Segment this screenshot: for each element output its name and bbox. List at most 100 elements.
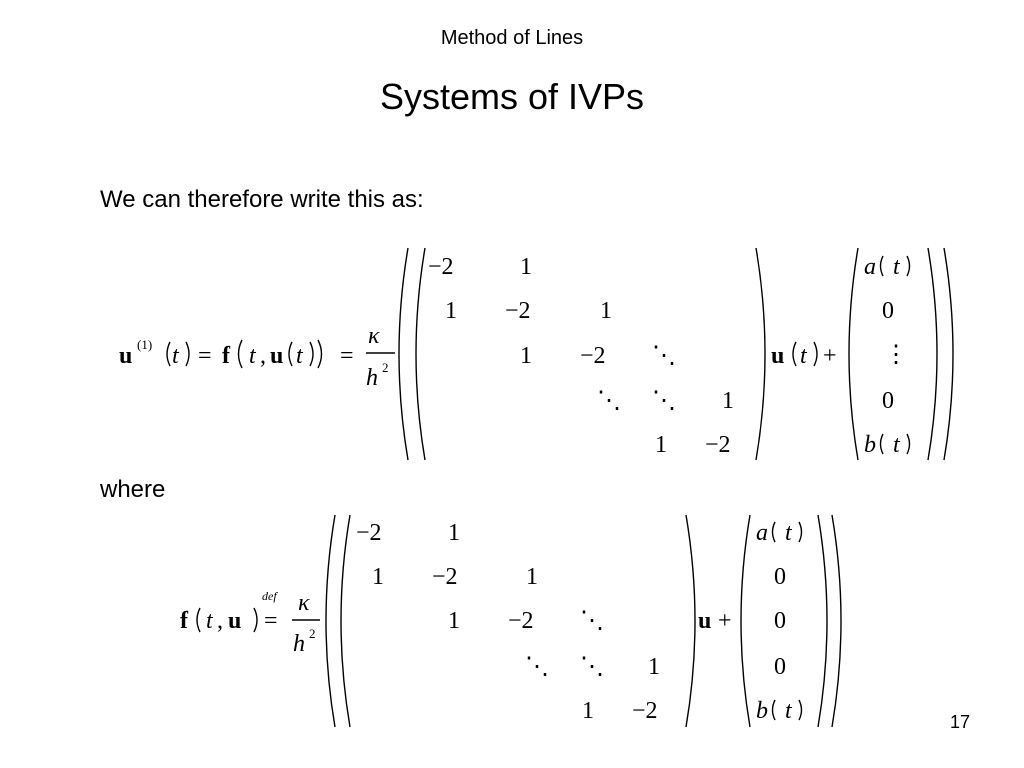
eq2-t: t bbox=[785, 520, 793, 546]
eq1-paren bbox=[906, 255, 911, 277]
eq2-comma: , bbox=[217, 608, 223, 634]
eq2-paren bbox=[253, 607, 258, 633]
eq1-vector-paren-right bbox=[927, 247, 938, 461]
eq1-matrix-paren-left bbox=[415, 247, 426, 461]
eq2-paren bbox=[798, 699, 803, 721]
eq1-matrix-entry: −2 bbox=[580, 343, 606, 369]
eq2-matrix-entry: −2 bbox=[508, 608, 534, 634]
eq1-equals: = bbox=[198, 343, 212, 369]
eq1-matrix-entry: ⋱ bbox=[652, 388, 676, 414]
eq1-paren bbox=[879, 255, 884, 277]
eq1-matrix-entry: −2 bbox=[705, 432, 731, 458]
eq1-outer-paren-left bbox=[398, 247, 409, 461]
where-text: where bbox=[100, 476, 166, 503]
eq2-matrix-entry: 1 bbox=[648, 654, 660, 680]
eq1-paren bbox=[309, 341, 314, 367]
eq1-paren bbox=[288, 341, 293, 367]
eq1-h: h bbox=[366, 365, 378, 391]
eq1-matrix-entry: 1 bbox=[520, 254, 532, 280]
eq1-superscript: (1) bbox=[137, 337, 152, 352]
eq1-matrix-entry: ⋱ bbox=[652, 343, 676, 369]
eq1-t: t bbox=[172, 343, 180, 369]
eq1-f: f bbox=[222, 343, 231, 369]
eq2-plus: + bbox=[718, 608, 732, 634]
eq1-u: u bbox=[270, 343, 283, 369]
eq1-vector-entry: ⋮ bbox=[884, 342, 908, 368]
eq2-matrix-entry: ⋱ bbox=[580, 654, 604, 680]
eq1-matrix-entry: 1 bbox=[655, 432, 667, 458]
eq2-kappa: κ bbox=[298, 590, 310, 616]
eq2-paren bbox=[798, 521, 803, 543]
eq2-vector-entry: b bbox=[756, 698, 768, 724]
eq1-paren bbox=[906, 433, 911, 455]
eq1-matrix-paren-right bbox=[755, 247, 766, 461]
eq2-paren bbox=[771, 521, 776, 543]
eq1-matrix-entry: 1 bbox=[722, 388, 734, 414]
eq1-h-exponent: 2 bbox=[382, 360, 389, 375]
eq2-u: u bbox=[228, 608, 241, 634]
eq2-h: h bbox=[293, 631, 305, 657]
eq1-matrix-entry: 1 bbox=[520, 343, 532, 369]
slide-title: Systems of IVPs bbox=[379, 76, 645, 117]
eq1-matrix-entry: ⋱ bbox=[597, 388, 621, 414]
eq1-paren bbox=[813, 341, 818, 367]
eq1-t: t bbox=[249, 343, 257, 369]
eq1-u: u bbox=[771, 343, 784, 369]
eq2-matrix-paren-left bbox=[340, 514, 351, 728]
eq2-matrix-entry: ⋱ bbox=[580, 608, 604, 634]
eq1-t: t bbox=[800, 343, 808, 369]
eq1-matrix-entry: 1 bbox=[445, 298, 457, 324]
eq2-paren bbox=[771, 699, 776, 721]
eq2-matrix-entry: −2 bbox=[632, 698, 658, 724]
eq2-h-exponent: 2 bbox=[309, 626, 316, 641]
eq1-vector-entry: a bbox=[864, 254, 876, 280]
eq1-matrix-entry: −2 bbox=[428, 254, 454, 280]
eq1-vector-entry: 0 bbox=[882, 388, 894, 414]
eq2-matrix-entry: 1 bbox=[372, 564, 384, 590]
eq2-u: u bbox=[698, 608, 711, 634]
slide-header: Method of Lines bbox=[440, 27, 584, 49]
eq2-outer-paren-left bbox=[325, 514, 336, 728]
eq1-matrix-entry: −2 bbox=[505, 298, 531, 324]
eq1-kappa: κ bbox=[368, 323, 380, 349]
eq2-matrix-entry: −2 bbox=[356, 520, 382, 546]
eq1-outer-paren-right bbox=[943, 247, 954, 461]
eq1-paren bbox=[166, 341, 171, 367]
eq1-equals: = bbox=[340, 343, 354, 369]
intro-text: We can therefore write this as: bbox=[100, 186, 424, 213]
eq2-vector-entry: 0 bbox=[774, 608, 786, 634]
page-number: 17 bbox=[950, 712, 971, 732]
eq2-vector-entry: 0 bbox=[774, 564, 786, 590]
eq1-vector-paren-left bbox=[848, 247, 859, 461]
eq1-t: t bbox=[296, 343, 304, 369]
eq1-vector-entry: 0 bbox=[882, 298, 894, 324]
eq2-matrix-entry: 1 bbox=[448, 520, 460, 546]
eq2-vector-paren-left bbox=[740, 514, 751, 728]
eq2-outer-paren-right bbox=[831, 514, 842, 728]
eq2-matrix-paren-right bbox=[685, 514, 696, 728]
eq2-t: t bbox=[206, 608, 214, 634]
eq1-vector-entry: b bbox=[864, 432, 876, 458]
eq1-matrix-entry: 1 bbox=[600, 298, 612, 324]
eq2-matrix-entry: 1 bbox=[582, 698, 594, 724]
eq1-paren bbox=[237, 339, 243, 369]
eq2-vector-paren-right bbox=[817, 514, 828, 728]
eq1-paren bbox=[879, 433, 884, 455]
eq2-t: t bbox=[785, 698, 793, 724]
eq2-vector-entry: 0 bbox=[774, 654, 786, 680]
eq2-equals: = bbox=[264, 608, 278, 634]
eq2-f: f bbox=[180, 608, 189, 634]
eq2-matrix-entry: ⋱ bbox=[525, 654, 549, 680]
eq1-paren bbox=[185, 341, 190, 367]
eq2-vector-entry: a bbox=[756, 520, 768, 546]
eq1-u-vector: u bbox=[119, 343, 132, 369]
eq2-matrix-entry: −2 bbox=[432, 564, 458, 590]
eq1-t: t bbox=[893, 254, 901, 280]
eq2-matrix-entry: 1 bbox=[526, 564, 538, 590]
eq2-matrix-entry: 1 bbox=[448, 608, 460, 634]
eq1-t: t bbox=[893, 432, 901, 458]
eq1-paren bbox=[317, 339, 323, 369]
eq2-def-label: def bbox=[262, 589, 278, 603]
eq1-plus: + bbox=[823, 343, 837, 369]
eq1-paren bbox=[792, 341, 797, 367]
